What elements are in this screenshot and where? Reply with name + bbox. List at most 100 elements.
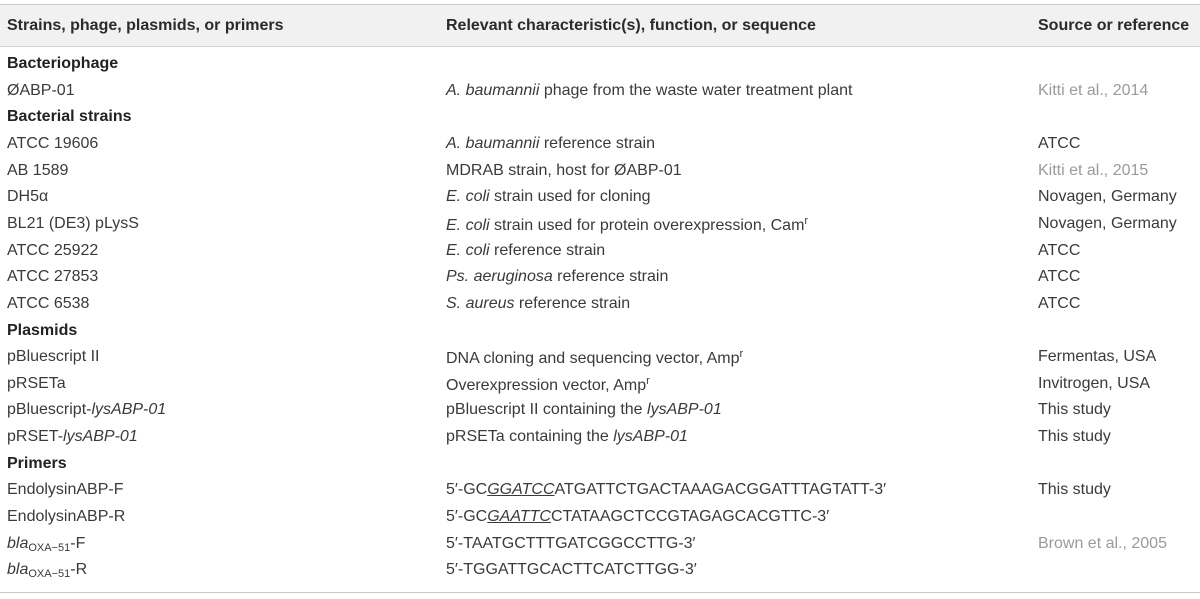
cell-source: ATCC (1038, 241, 1081, 259)
cell-characteristic-text: DNA cloning and sequencing vector, Amp (446, 350, 740, 368)
section-row: Bacteriophage (0, 52, 1200, 79)
table-row: ATCC 19606 A. baumannii reference strain A… (0, 132, 1200, 159)
cell-characteristic: pBluescript II containing the lysABP-01 (446, 401, 722, 419)
cell-name-text: BL21 (DE3) pLysS (7, 214, 139, 232)
section-heading: Primers (7, 455, 67, 473)
cell-source: Invitrogen, USA (1038, 374, 1151, 392)
cell-characteristic-text: reference strain (489, 241, 606, 259)
section-heading: Bacteriophage (7, 55, 118, 73)
cell-characteristic-text: 5′-TAATGCTTTGATCGGCCTTG-3′ (446, 534, 696, 552)
cell-name-text: DH5α (7, 188, 49, 206)
cell-characteristic-italic: lysABP-01 (613, 428, 688, 446)
cell-characteristic-text: reference strain (552, 268, 669, 286)
cell-name-text: EndolysinABP-R (7, 508, 126, 526)
cell-source: This study (1038, 428, 1111, 446)
cell-characteristic-text: reference strain (514, 294, 631, 312)
section-row: Plasmids (0, 319, 1200, 346)
cell-name-text: Bacteriophage (7, 55, 119, 72)
cell-characteristic-text: 5′-GC (446, 481, 488, 499)
cell-characteristic: A. baumannii phage from the waste water … (446, 82, 852, 100)
cell-characteristic-superscript: r (739, 348, 744, 361)
cell-characteristic-italic: A. baumannii (446, 81, 540, 99)
table-row: blaOXA−51-F 5′-TAATGCTTTGATCGGCCTTG-3′ Bro… (0, 532, 1200, 559)
cell-characteristic-text: reference strain (539, 134, 655, 152)
table-row: pBluescript II DNA cloning and sequencing… (0, 345, 1200, 372)
cell-name: pRSETa (7, 375, 66, 393)
cell-name-text: EndolysinABP-F (7, 481, 124, 499)
cell-characteristic-italic: Ps. aeruginosa (446, 268, 553, 286)
cell-name-text: ATCC 19606 (7, 134, 99, 152)
header-col-strains: Strains, phage, plasmids, or primers (7, 17, 284, 34)
cell-name: pRSET-lysABP-01 (7, 428, 138, 446)
table-row: EndolysinABP-F 5′-GCGGATCCATGATTCTGACTAAA… (0, 478, 1200, 505)
cell-name-text: pBluescript- (7, 401, 92, 419)
cell-characteristic-italic: E. coli (446, 188, 490, 206)
cell-name: EndolysinABP-F (7, 481, 124, 499)
cell-name-text: -F (70, 534, 86, 552)
cell-name: blaOXA−51-R (7, 561, 87, 580)
cell-name-text: -R (70, 561, 88, 579)
cell-source: ATCC (1038, 134, 1081, 152)
cell-characteristic: MDRAB strain, host for ØABP-01 (446, 162, 682, 180)
cell-characteristic-text: phage from the waste water treatment pla… (539, 81, 853, 99)
cell-characteristic-text: CTATAAGCTCCGTAGAGCACGTTC-3′ (550, 508, 830, 526)
header-col-source: Source or reference (1038, 17, 1190, 34)
cell-name: blaOXA−51-F (7, 535, 85, 554)
cell-name-text: pRSETa (7, 374, 66, 392)
cell-characteristic: S. aureus reference strain (446, 295, 630, 313)
section-row: Primers (0, 452, 1200, 479)
restriction-site: GGATCC (487, 481, 555, 499)
section-row: Bacterial strains (0, 105, 1200, 132)
cell-name-text: pRSET- (7, 428, 64, 446)
cell-source: This study (1038, 481, 1111, 499)
cell-characteristic: E. coli strain used for cloning (446, 188, 651, 206)
cell-characteristic-text: 5′-GC (446, 508, 488, 526)
cell-name: ATCC 6538 (7, 295, 89, 313)
table-row: ATCC 25922 E. coli reference strain ATCC (0, 239, 1200, 266)
cell-characteristic: Overexpression vector, Ampr (446, 375, 650, 395)
cell-name-italic: bla (7, 534, 29, 552)
cell-name: EndolysinABP-R (7, 508, 125, 526)
cell-characteristic: E. coli reference strain (446, 242, 605, 260)
reference-link: Kitti et al., 2014 (1038, 81, 1149, 99)
table-row: EndolysinABP-R 5′-GCGAATTCCTATAAGCTCCGTAG… (0, 505, 1200, 532)
cell-characteristic-text: strain used for protein overexpression, … (489, 216, 805, 234)
cell-characteristic: A. baumannii reference strain (446, 135, 655, 153)
cell-name-text: ATCC 27853 (7, 268, 99, 286)
table-row: ØABP-01 A. baumannii phage from the waste… (0, 79, 1200, 106)
header-col-characteristics: Relevant characteristic(s), function, or… (446, 17, 816, 34)
cell-name-italic: lysABP-01 (63, 428, 138, 446)
cell-name: ATCC 27853 (7, 268, 98, 286)
cell-name: AB 1589 (7, 162, 68, 180)
reference-link: Kitti et al., 2015 (1038, 161, 1149, 179)
cell-name-text: Bacterial strains (7, 108, 132, 126)
cell-name: pBluescript II (7, 348, 99, 366)
section-heading: Plasmids (7, 322, 77, 340)
cell-name-text: Primers (7, 454, 67, 472)
restriction-site: GAATTC (487, 508, 551, 526)
table-row: AB 1589 MDRAB strain, host for ØABP-01 Kit… (0, 159, 1200, 186)
cell-name: DH5α (7, 188, 48, 206)
cell-source: Fermentas, USA (1038, 348, 1157, 366)
cell-characteristic-text: strain used for cloning (489, 188, 651, 206)
cell-name-text: pBluescript II (7, 348, 100, 366)
cell-characteristic: 5′-GCGAATTCCTATAAGCTCCGTAGAGCACGTTC-3′ (446, 508, 829, 526)
cell-characteristic-text: Overexpression vector, Amp (446, 376, 647, 394)
cell-characteristic-superscript: r (646, 374, 650, 387)
cell-characteristic-text: pBluescript II containing the (446, 401, 648, 419)
cell-characteristic-italic: lysABP-01 (647, 401, 722, 419)
reference-link: Brown et al., 2005 (1038, 534, 1167, 552)
cell-characteristic-text: ATGATTCTGACTAAAGACGGATTTAGTATT-3′ (554, 481, 887, 499)
cell-characteristic-text: pRSETa containing the (446, 428, 614, 446)
cell-name-text: ØABP-01 (7, 81, 75, 99)
cell-name: ATCC 25922 (7, 242, 98, 260)
cell-source: Novagen, Germany (1038, 214, 1177, 232)
cell-name-text: ATCC 25922 (7, 241, 99, 259)
cell-name: ØABP-01 (7, 82, 75, 100)
